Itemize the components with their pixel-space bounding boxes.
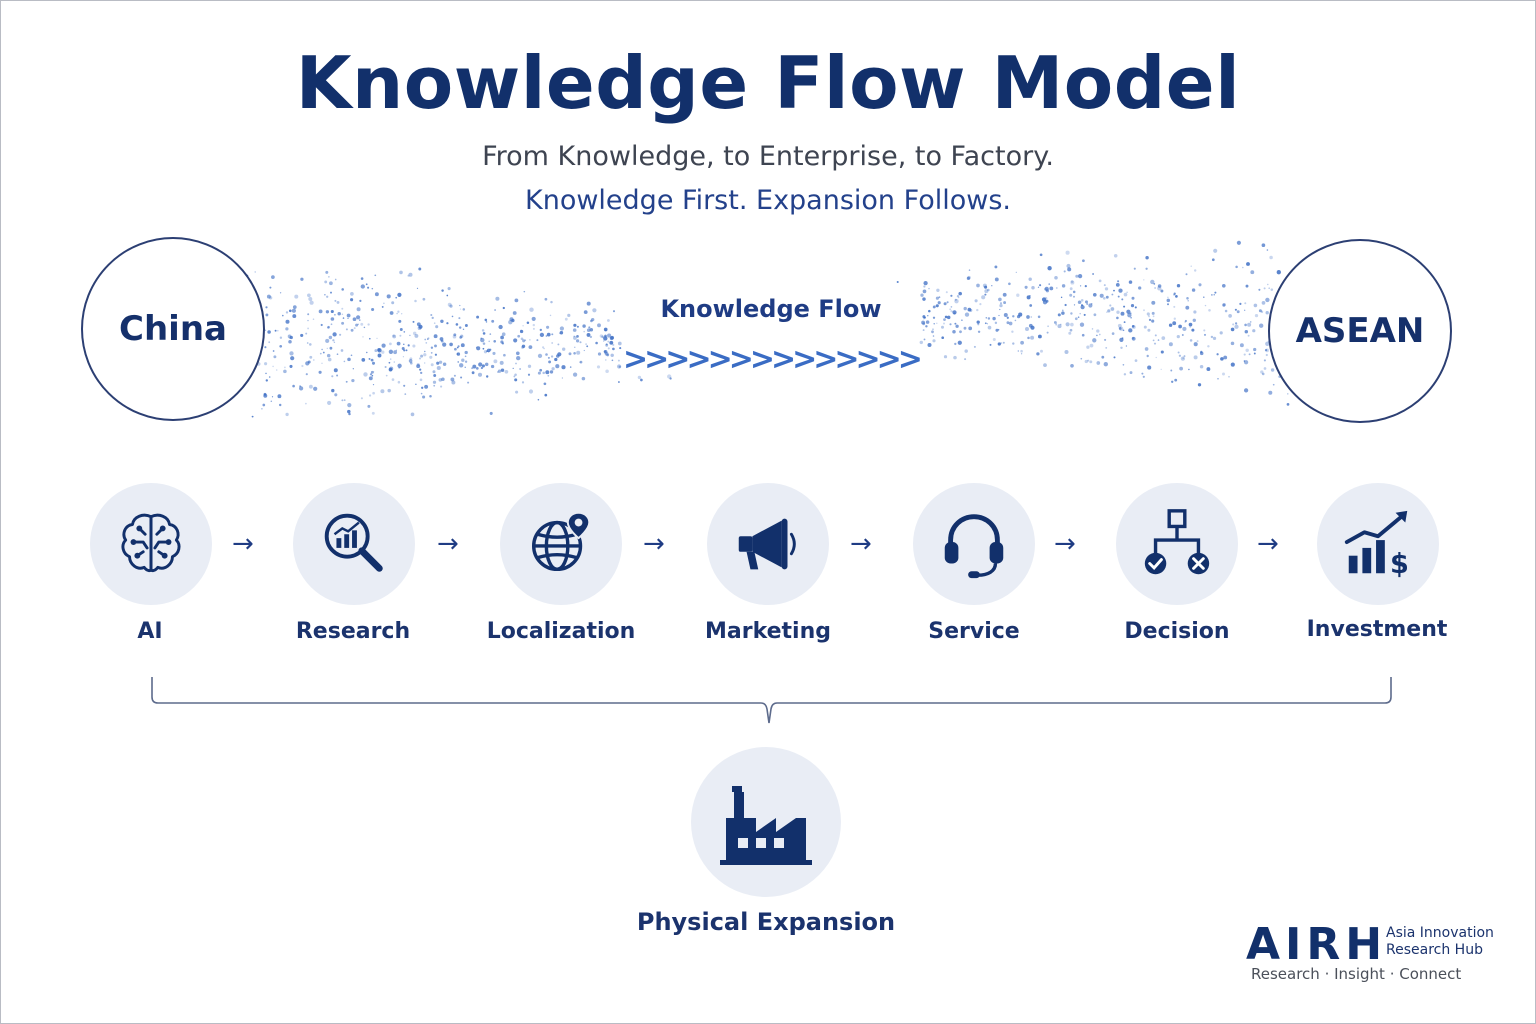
stage-label-ai: AI xyxy=(137,619,163,644)
flow-chevrons: >>>>>>>>>>>>>> xyxy=(623,342,920,377)
stages-bracket xyxy=(151,677,1392,724)
stage-ai-icon-circle xyxy=(90,483,212,605)
stage-research-icon-circle xyxy=(293,483,415,605)
stage-service-icon-circle xyxy=(913,483,1035,605)
svg-text:$: $ xyxy=(1390,549,1409,580)
outcome-icon-circle xyxy=(691,747,841,897)
decision-tree-icon xyxy=(1144,509,1210,575)
page-title: Knowledge Flow Model xyxy=(295,41,1241,125)
growth-chart-dollar-icon: $ xyxy=(1344,510,1409,580)
stage-decision-icon-circle xyxy=(1116,483,1238,605)
stage-arrow: → xyxy=(1054,529,1076,559)
stage-arrow: → xyxy=(643,529,665,559)
stage-localization-icon-circle xyxy=(500,483,622,605)
globe-pin-icon xyxy=(531,511,591,572)
page-subtitle: From Knowledge, to Enterprise, to Factor… xyxy=(482,141,1054,172)
flow-label: Knowledge Flow xyxy=(660,295,882,323)
stage-label-investment: Investment xyxy=(1306,617,1448,642)
page-tagline: Knowledge First. Expansion Follows. xyxy=(525,185,1011,216)
outcome-label: Physical Expansion xyxy=(636,908,896,936)
brand-name-line2: Research Hub xyxy=(1386,942,1483,958)
stage-arrow: → xyxy=(437,529,459,559)
factory-icon xyxy=(720,786,812,865)
stage-label-localization: Localization xyxy=(486,619,636,644)
stage-investment-icon-circle: $ xyxy=(1317,483,1439,605)
megaphone-icon xyxy=(738,518,796,570)
stage-label-research: Research xyxy=(295,619,411,644)
stage-marketing-icon-circle xyxy=(707,483,829,605)
stage-label-decision: Decision xyxy=(1124,619,1230,644)
brand-name-line1: Asia Innovation xyxy=(1386,925,1494,941)
knowledge-flow-particles: >>>>>>>>>>>>>> xyxy=(240,240,1302,418)
stage-arrow: → xyxy=(1257,529,1279,559)
region-asean: ASEAN xyxy=(1268,239,1452,423)
stage-arrow: → xyxy=(232,529,254,559)
brand-logo: AIRH xyxy=(1246,919,1388,970)
magnifier-chart-icon xyxy=(324,513,383,572)
stage-label-marketing: Marketing xyxy=(704,619,832,644)
brand-name: Asia Innovation Research Hub xyxy=(1386,925,1494,959)
brain-icon xyxy=(121,513,181,573)
headset-icon xyxy=(944,514,1004,579)
brand-slogan: Research · Insight · Connect xyxy=(1251,965,1462,983)
stage-arrow: → xyxy=(850,529,872,559)
region-china: China xyxy=(81,237,265,421)
stage-label-service: Service xyxy=(928,619,1020,644)
